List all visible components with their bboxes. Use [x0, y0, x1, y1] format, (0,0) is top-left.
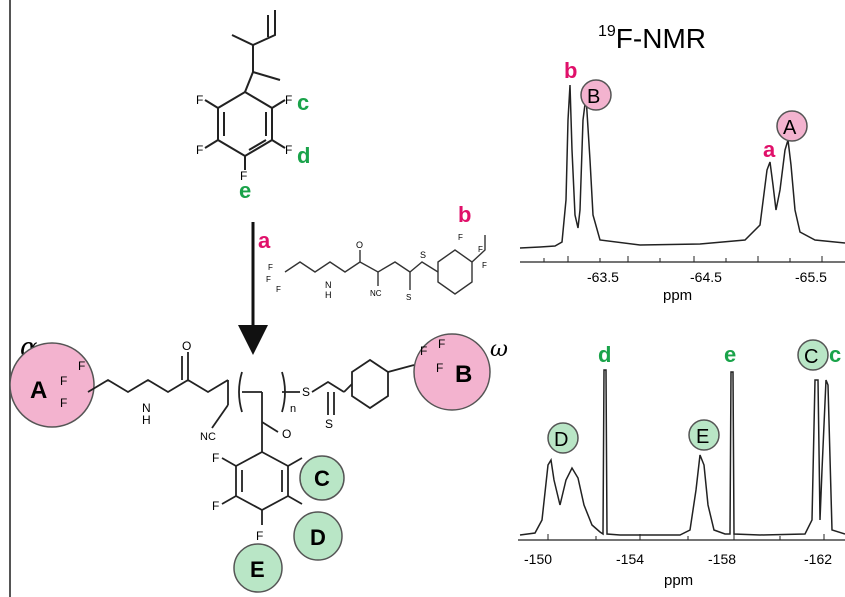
- polymer-F-b1: F: [420, 344, 427, 358]
- reagent-label-a: a: [258, 228, 271, 253]
- bottom-tick-label-4: -162: [804, 551, 832, 567]
- polymer-n: n: [290, 403, 296, 415]
- reagent-F2: F: [266, 275, 271, 284]
- nmr-title: 19F-NMR: [598, 23, 706, 54]
- pendant-F3: F: [256, 529, 263, 543]
- bottom-peak-label-d: d: [598, 342, 611, 367]
- monomer-F-right-bottom: F: [285, 143, 292, 157]
- reagent-F3: F: [276, 285, 281, 294]
- top-peak-circle-A: [776, 110, 808, 142]
- monomer-F-right-top: F: [285, 93, 292, 107]
- reagent-F4: F: [458, 233, 463, 242]
- bottom-spectrum: -150 -154 -158 -162 ppm D d E e C c: [518, 339, 845, 589]
- polymer-F-b2: F: [438, 337, 445, 351]
- group-E-circle: [233, 543, 283, 593]
- polymer-O1: O: [182, 339, 191, 353]
- polymer-F-b3: F: [436, 361, 443, 375]
- monomer-F-left-bottom: F: [196, 143, 203, 157]
- bottom-spectrum-trace: [519, 369, 845, 536]
- group-C-circle: [299, 455, 345, 501]
- top-tick-label-1: -63.5: [587, 269, 619, 285]
- top-spectrum-trace: [519, 84, 845, 249]
- polymer-H: H: [142, 413, 151, 427]
- group-D-label: D: [310, 525, 326, 550]
- monomer-F-para: F: [240, 169, 247, 183]
- reagent-F5: F: [478, 245, 483, 254]
- pendant-F1: F: [212, 451, 219, 465]
- monomer-label-d: d: [297, 143, 310, 168]
- reagent-S1: S: [420, 250, 426, 260]
- group-D-circle: [293, 511, 343, 561]
- monomer-F-left-top: F: [196, 93, 203, 107]
- top-peak-label-A: A: [783, 117, 797, 139]
- reagent-NC: NC: [370, 289, 382, 298]
- polymer-F-a2: F: [78, 359, 85, 373]
- end-group-A-circle: [9, 342, 95, 428]
- bottom-ticks: [547, 534, 825, 540]
- monomer-label-e: e: [239, 178, 251, 203]
- bottom-peak-label-D: D: [554, 429, 568, 451]
- top-tick-label-2: -64.5: [690, 269, 722, 285]
- omega-symbol: ω: [490, 337, 508, 362]
- bottom-peak-circle-E: [688, 419, 720, 451]
- bottom-peak-circle-D: [547, 422, 579, 454]
- polymer-S2: S: [325, 417, 333, 431]
- reagent-H: H: [325, 290, 332, 300]
- reagent-N: N: [325, 280, 332, 290]
- polymer-S1: S: [302, 385, 310, 399]
- polymer-O2: O: [282, 427, 291, 441]
- reagent-S2: S: [406, 293, 411, 302]
- top-peak-label-a: a: [763, 137, 776, 162]
- nmr-title-main: F-NMR: [616, 23, 706, 54]
- polymer-backbone: [87, 352, 415, 525]
- end-group-B-label: B: [455, 361, 472, 388]
- reagent-F6: F: [482, 261, 487, 270]
- reagent-F1: F: [268, 263, 273, 272]
- end-group-A-label: A: [30, 377, 47, 404]
- bottom-tick-label-2: -154: [616, 551, 644, 567]
- top-peak-circle-B: [580, 79, 612, 111]
- reagent-structure: [284, 235, 486, 295]
- top-ticks: [543, 256, 823, 262]
- polymer-F-a3: F: [60, 396, 67, 410]
- bottom-peak-label-C: C: [804, 346, 818, 368]
- end-group-B-circle: [413, 333, 491, 411]
- bottom-peak-label-E: E: [696, 426, 709, 448]
- bottom-peak-label-e: e: [724, 342, 736, 367]
- top-spectrum: -63.5 -64.5 -65.5 ppm b B a A: [519, 58, 845, 304]
- top-peak-label-B: B: [587, 86, 600, 108]
- bottom-xlabel: ppm: [664, 572, 693, 589]
- monomer-label-c: c: [297, 90, 309, 115]
- pendant-F2: F: [212, 499, 219, 513]
- bottom-tick-label-1: -150: [524, 551, 552, 567]
- bottom-peak-label-c: c: [829, 342, 841, 367]
- monomer-structure: [204, 10, 286, 170]
- top-tick-label-3: -65.5: [795, 269, 827, 285]
- group-E-label: E: [250, 557, 265, 582]
- polymer-F-a1: F: [60, 374, 67, 388]
- bottom-tick-label-3: -158: [708, 551, 736, 567]
- reagent-O: O: [356, 240, 363, 250]
- top-xlabel: ppm: [663, 287, 692, 304]
- group-C-label: C: [314, 466, 330, 491]
- polymer-N: N: [142, 401, 151, 415]
- bottom-peak-circle-C: [797, 339, 829, 371]
- reagent-label-b: b: [458, 202, 471, 227]
- top-peak-label-b: b: [564, 58, 577, 83]
- polymer-NC: NC: [200, 431, 216, 443]
- nmr-title-sup: 19: [598, 23, 616, 40]
